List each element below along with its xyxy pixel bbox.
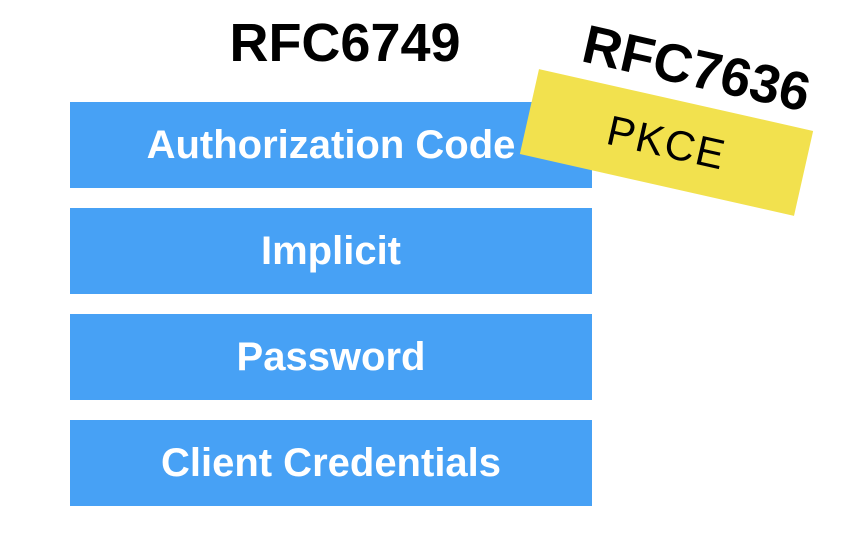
grant-type-bars: Authorization Code Implicit Password Cli… [70, 102, 592, 526]
bar-password-label: Password [236, 335, 426, 379]
bar-client-credentials-label: Client Credentials [160, 441, 502, 485]
rfc7636-title: RFC7636 [577, 14, 816, 124]
bar-authorization-code: Authorization Code [70, 102, 592, 188]
bar-client-credentials: Client Credentials [70, 420, 592, 506]
bar-implicit-label: Implicit [260, 229, 402, 273]
pkce-badge-label: PKCE [602, 105, 731, 179]
bar-password: Password [70, 314, 592, 400]
bar-implicit: Implicit [70, 208, 592, 294]
rfc6749-title: RFC6749 [229, 13, 461, 73]
bar-authorization-code-label: Authorization Code [146, 123, 516, 167]
